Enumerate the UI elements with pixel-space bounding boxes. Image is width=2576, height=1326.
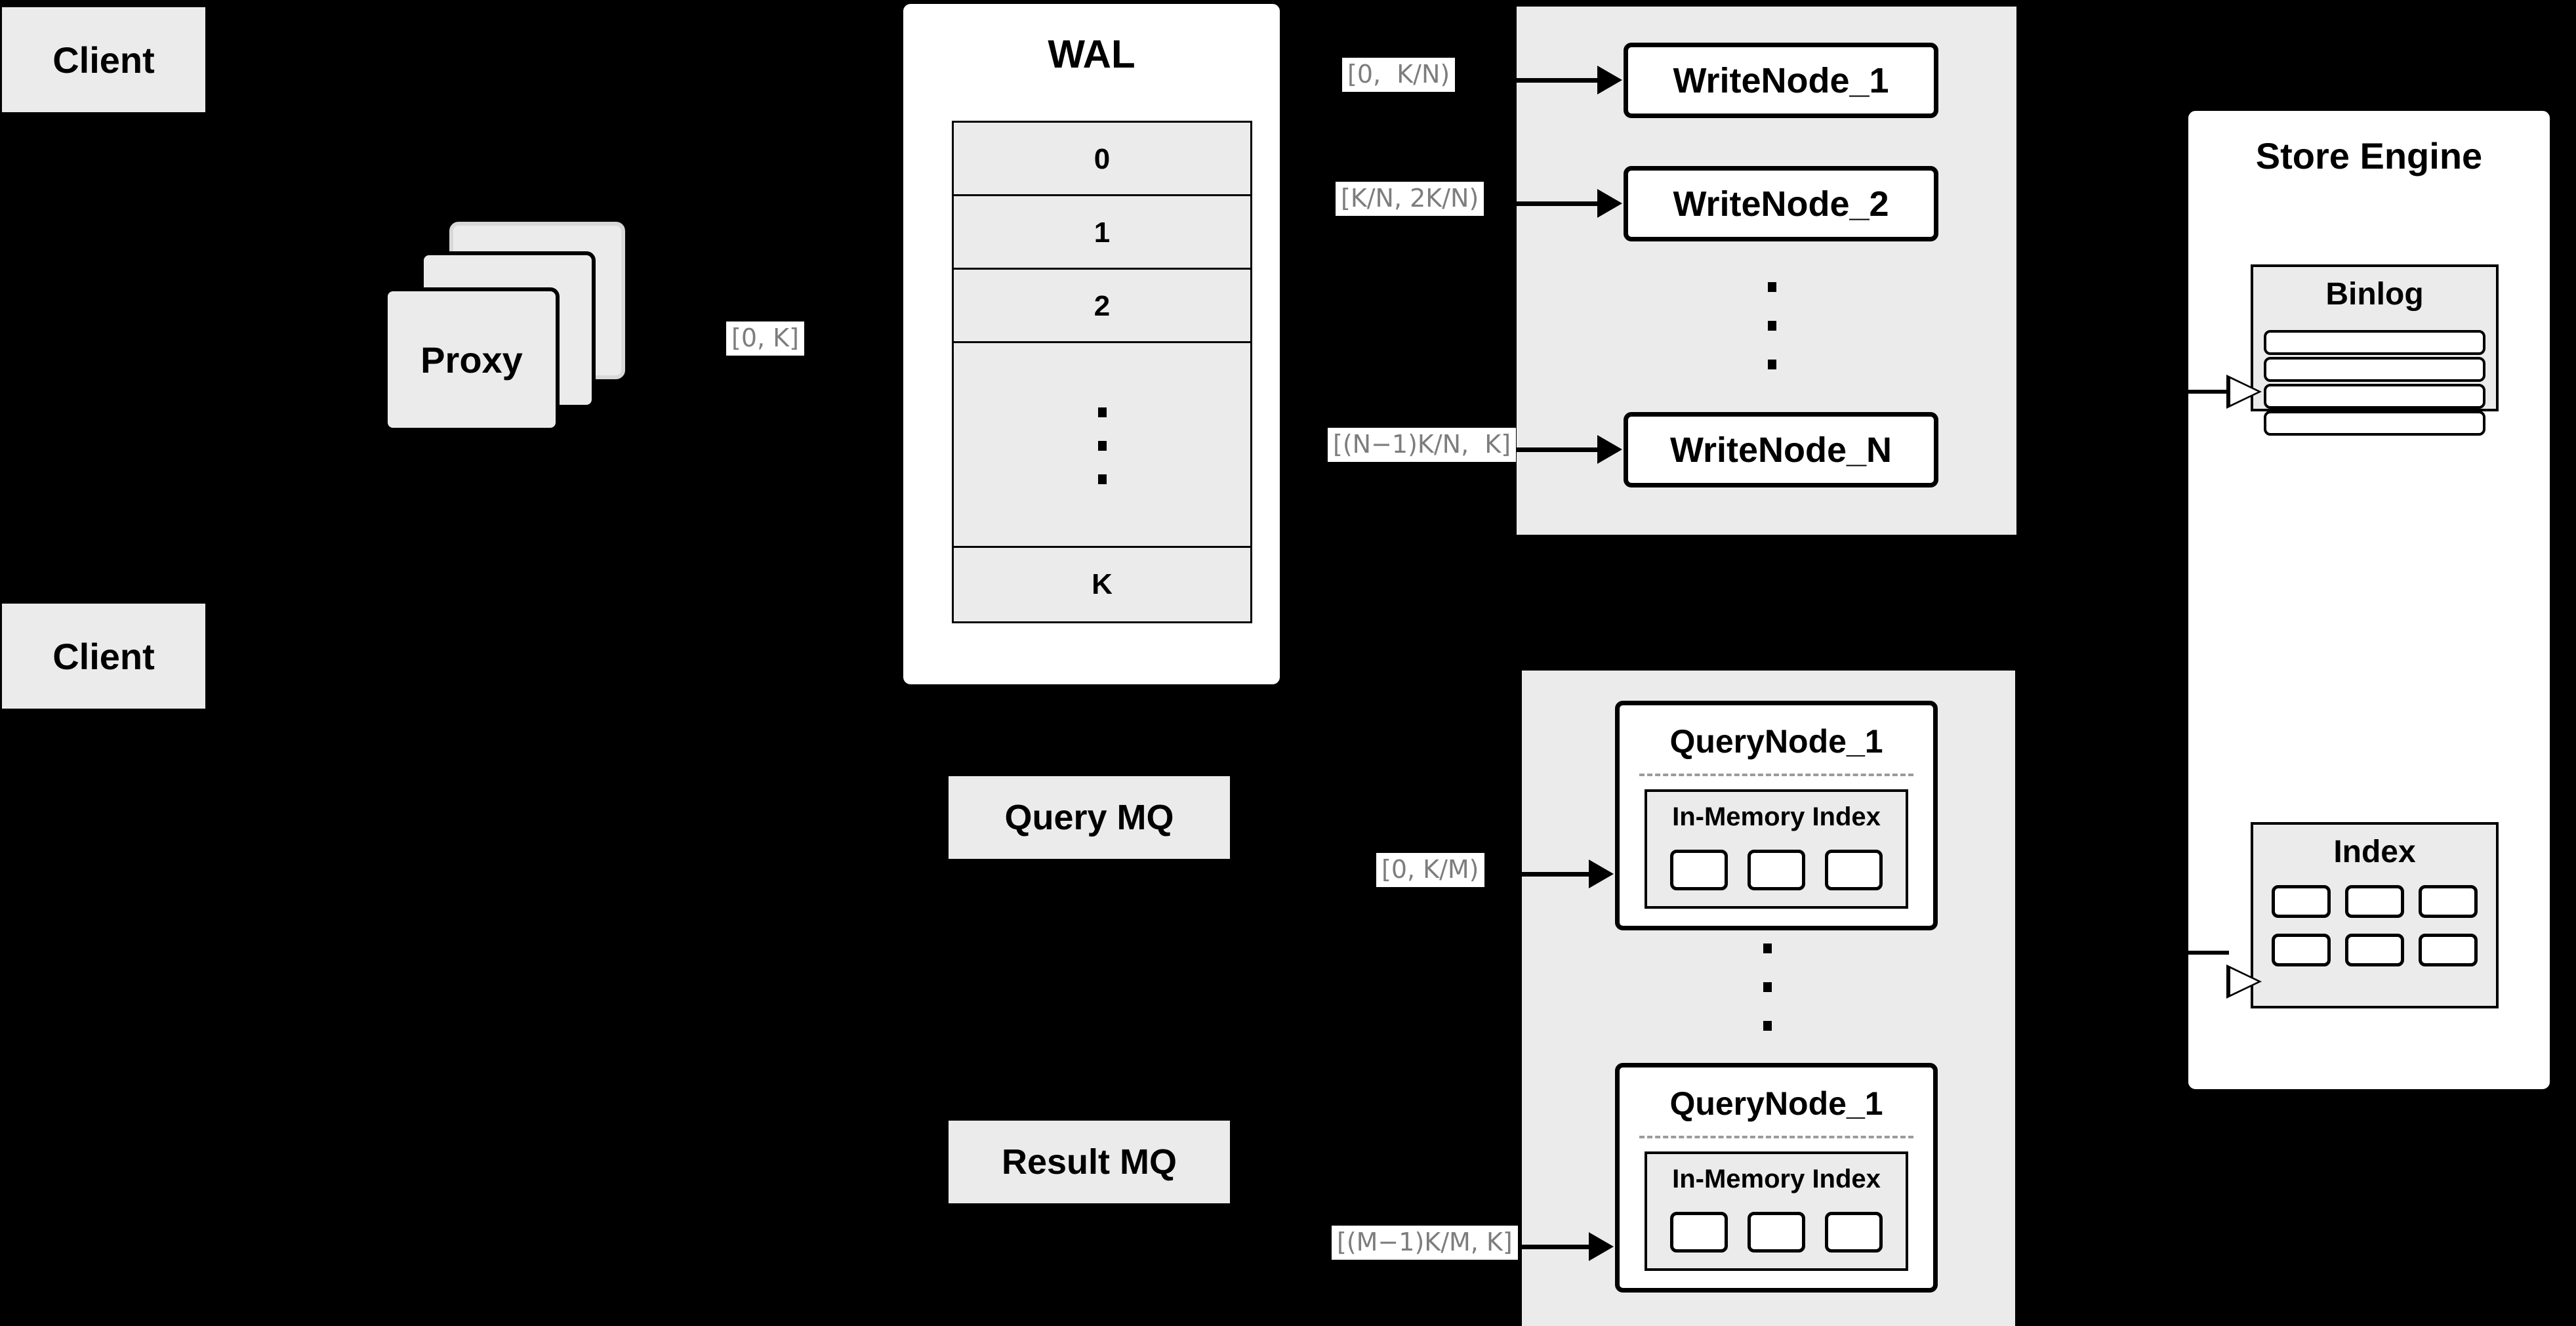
ellipsis-dot [1768, 360, 1776, 369]
write-node-label: WriteNode_N [1669, 430, 1892, 470]
index-title: Index [2333, 835, 2416, 869]
write-node-label: WriteNode_2 [1673, 184, 1889, 224]
in-memory-index-box: In-Memory Index [1645, 789, 1908, 909]
edge-label-mq-to-querynode-1: [0, K/M) [1376, 853, 1484, 887]
arrow-line-querynode-m [1522, 1245, 1589, 1249]
client-label: Client [52, 39, 155, 81]
query-node-label: QueryNode_1 [1669, 723, 1883, 760]
index-chip [1670, 850, 1728, 890]
binlog-bars [2253, 330, 2496, 436]
ellipsis-dot [1097, 474, 1107, 484]
arrow-head-writenode-n [1597, 435, 1622, 464]
in-memory-index-title: In-Memory Index [1672, 1165, 1881, 1193]
wal-segment-0[interactable]: 0 [952, 121, 1252, 198]
store-engine-panel: Store Engine Binlog Index [2186, 109, 2552, 1091]
store-engine-title: Store Engine [2255, 135, 2483, 176]
query-node-m[interactable]: QueryNode_1 In-Memory Index [1615, 1063, 1938, 1293]
wal-panel: WAL 0 1 2 K [901, 2, 1282, 686]
in-memory-index-title: In-Memory Index [1672, 802, 1881, 831]
arrow-line-querynode-1 [1522, 872, 1589, 877]
in-memory-index-chips [1647, 850, 1906, 890]
index-cell [2419, 934, 2478, 966]
edge-label-proxy-to-wal: [0, K] [726, 321, 804, 356]
wal-segment-1[interactable]: 1 [952, 194, 1252, 272]
index-box[interactable]: Index [2251, 822, 2499, 1008]
edge-label-wal-to-writenode-1: [0, K/N) [1342, 58, 1456, 92]
index-chip [1825, 1212, 1883, 1253]
index-cell [2419, 885, 2478, 918]
edge-label-mq-to-querynode-m: [(M−1)K/M, K] [1332, 1226, 1518, 1260]
proxy-node[interactable]: Proxy [384, 287, 560, 432]
query-node-label: QueryNode_1 [1669, 1085, 1883, 1122]
arrow-line-writenode-1 [1517, 78, 1597, 83]
query-node-divider [1639, 774, 1913, 776]
edge-label-wal-to-writenode-2: [K/N, 2K/N) [1336, 182, 1484, 216]
query-node-divider [1639, 1136, 1913, 1138]
in-memory-index-box: In-Memory Index [1645, 1151, 1908, 1271]
ellipsis-dot [1097, 407, 1107, 417]
result-mq-label: Result MQ [1001, 1142, 1177, 1182]
index-cell [2345, 934, 2404, 966]
write-node-n[interactable]: WriteNode_N [1624, 412, 1938, 487]
binlog-bar [2264, 330, 2485, 355]
ellipsis-dot [1768, 321, 1776, 331]
ellipsis-dot [1763, 943, 1772, 953]
binlog-box[interactable]: Binlog [2251, 264, 2499, 436]
client-node-1[interactable]: Client [0, 5, 207, 114]
write-node-label: WriteNode_1 [1673, 60, 1889, 100]
query-mq-label: Query MQ [1004, 798, 1174, 837]
binlog-bar [2264, 411, 2485, 436]
query-mq-node[interactable]: Query MQ [947, 774, 1232, 861]
arrow-line-writenode-2 [1517, 201, 1597, 206]
index-cell [2345, 885, 2404, 918]
write-node-2[interactable]: WriteNode_2 [1624, 166, 1938, 241]
wal-segment-2[interactable]: 2 [952, 268, 1252, 345]
arrow-line-store-binlog [2186, 390, 2229, 394]
arrow-head-store-index [2226, 964, 2262, 999]
arrow-line-writenode-n [1517, 447, 1597, 452]
arrow-head-querynode-1 [1589, 860, 1614, 888]
index-chip [1825, 850, 1883, 890]
edge-label-wal-to-writenode-n: [(N−1)K/N, K] [1328, 428, 1517, 462]
arrow-head-writenode-2 [1597, 189, 1622, 218]
ellipsis-dot [1763, 1021, 1772, 1031]
index-row [2272, 934, 2478, 966]
query-cluster-ellipsis [1763, 943, 1772, 1031]
proxy-label: Proxy [420, 339, 523, 381]
query-node-1[interactable]: QueryNode_1 In-Memory Index [1615, 701, 1938, 930]
binlog-title: Binlog [2325, 277, 2424, 312]
arrow-head-querynode-m [1589, 1232, 1614, 1261]
wal-title: WAL [1048, 32, 1135, 76]
binlog-bar [2264, 384, 2485, 409]
write-cluster-ellipsis [1768, 282, 1776, 369]
wal-segment-k[interactable]: K [952, 546, 1252, 623]
arrow-head-store-binlog [2226, 375, 2262, 409]
result-mq-node[interactable]: Result MQ [947, 1119, 1232, 1205]
write-node-1[interactable]: WriteNode_1 [1624, 43, 1938, 118]
client-node-2[interactable]: Client [0, 602, 207, 711]
index-chip [1670, 1212, 1728, 1253]
ellipsis-dot [1768, 282, 1776, 292]
wal-segment-ellipsis [952, 341, 1252, 550]
binlog-bar [2264, 357, 2485, 382]
ellipsis-dot [1097, 440, 1107, 451]
ellipsis-dot [1763, 982, 1772, 992]
arrow-head-writenode-1 [1597, 66, 1622, 94]
index-cell [2272, 934, 2331, 966]
index-chip [1748, 850, 1805, 890]
index-chip [1748, 1212, 1805, 1253]
index-grid [2253, 885, 2496, 966]
index-cell [2272, 885, 2331, 918]
arrow-line-store-index [2186, 951, 2229, 955]
index-row [2272, 885, 2478, 918]
client-label: Client [52, 635, 155, 677]
in-memory-index-chips [1647, 1212, 1906, 1253]
